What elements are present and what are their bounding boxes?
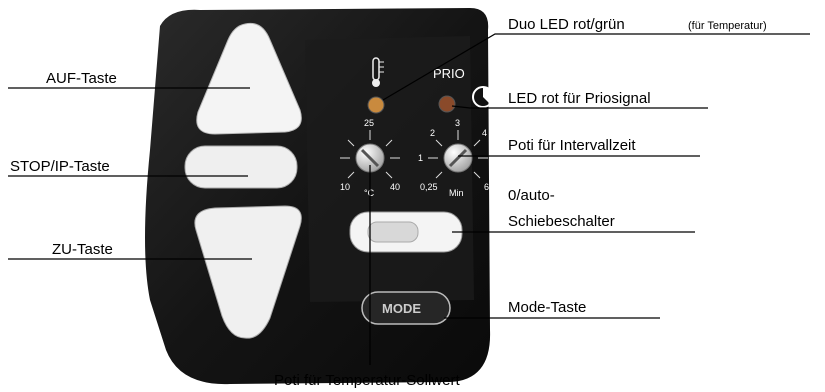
clock-icon [472, 86, 494, 108]
temp-tick-25: 25 [364, 118, 374, 128]
int-tick-4: 4 [482, 128, 487, 138]
temp-tick-10: 10 [340, 182, 350, 192]
temp-tick-40: 40 [390, 182, 400, 192]
label-auf: AUF-Taste [46, 70, 117, 87]
int-tick-1: 1 [418, 153, 423, 163]
label-mode: Mode-Taste [508, 299, 586, 316]
label-poti-temp: Poti für Temperatur-Sollwert [274, 372, 460, 389]
label-led-prio: LED rot für Priosignal [508, 90, 651, 107]
label-zu: ZU-Taste [52, 241, 113, 258]
int-tick-6: 6 [484, 182, 489, 192]
label-schieber-2: Schiebeschalter [508, 213, 615, 230]
temperature-dial[interactable] [340, 130, 400, 179]
stop-button[interactable] [184, 145, 298, 189]
slide-switch[interactable] [349, 211, 463, 253]
label-poti-intervall: Poti für Intervallzeit [508, 137, 636, 154]
interval-dial[interactable] [428, 130, 488, 179]
prio-text: PRIO [433, 66, 465, 81]
label-duo-led: Duo LED rot/grün [508, 16, 625, 33]
int-tick-5: 5 [489, 153, 494, 163]
int-tick-025: 0,25 [420, 182, 438, 192]
mode-button-label: MODE [382, 301, 421, 316]
down-button[interactable] [194, 205, 302, 339]
thermometer-icon [372, 57, 384, 87]
temp-unit: °C [364, 188, 375, 198]
prio-led [438, 95, 456, 113]
up-button[interactable] [196, 22, 302, 135]
int-tick-3: 3 [455, 118, 460, 128]
label-stop: STOP/IP-Taste [10, 158, 110, 175]
label-schieber-1: 0/auto- [508, 187, 555, 204]
int-tick-2: 2 [430, 128, 435, 138]
duo-led [367, 96, 385, 114]
int-unit: Min [449, 188, 464, 198]
label-duo-led-note: (für Temperatur) [688, 20, 767, 32]
leader-lines [8, 33, 810, 365]
mode-button[interactable] [361, 291, 451, 325]
